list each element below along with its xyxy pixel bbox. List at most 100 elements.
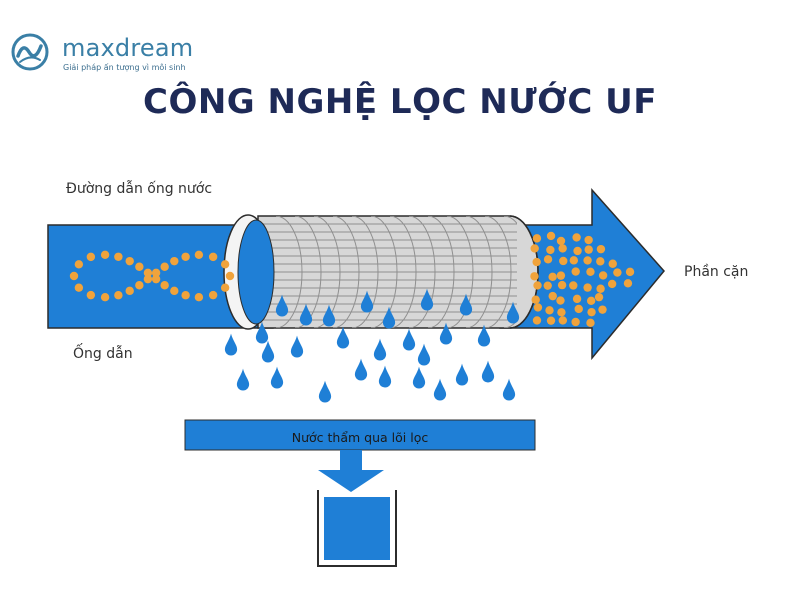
particle (208, 290, 218, 300)
water-drop-icon (336, 326, 350, 349)
particle (583, 256, 592, 265)
particle (598, 271, 608, 280)
down-arrow-icon (318, 450, 384, 492)
particle (548, 272, 557, 282)
particle (151, 274, 161, 284)
particle (548, 291, 557, 301)
water-drop-icon (378, 365, 392, 388)
particle (125, 256, 134, 266)
particle (586, 267, 595, 276)
water-drop-icon (502, 378, 516, 401)
water-drop-icon (290, 335, 304, 358)
particle (569, 256, 579, 265)
particle (613, 268, 622, 277)
filter-cartridge (223, 214, 539, 330)
particle (557, 308, 566, 317)
particle (86, 252, 96, 262)
particle (607, 279, 617, 289)
page-title: CÔNG NGHỆ LỌC NƯỚC UF (143, 82, 657, 122)
particle (533, 281, 542, 290)
brand-tagline: Giải pháp ấn tượng vì môi sinh (63, 63, 186, 72)
particle (194, 293, 204, 302)
particle (586, 296, 596, 306)
logo-mark-icon (11, 33, 49, 71)
particle (572, 294, 582, 304)
particle (594, 292, 604, 302)
particle (170, 286, 179, 296)
water-drop-icon (455, 363, 469, 386)
particle (530, 272, 539, 281)
particle (584, 235, 593, 245)
particle (181, 252, 190, 261)
particle (586, 318, 595, 328)
particle (546, 245, 555, 255)
particle (208, 252, 218, 262)
particle (100, 250, 110, 259)
water-drop-icon (261, 340, 275, 363)
brand-logo: maxdream Giải pháp ấn tượng vì môi sinh (10, 32, 240, 76)
water-drop-icon (354, 358, 368, 381)
particle (596, 284, 605, 293)
particle (573, 246, 582, 256)
particle (598, 305, 607, 314)
particle (532, 257, 541, 267)
particle (558, 316, 568, 325)
particle (533, 303, 543, 312)
particle (543, 281, 552, 290)
particle (546, 231, 556, 241)
particle (194, 250, 204, 259)
particle (571, 267, 580, 276)
particle (151, 268, 161, 278)
outlet-arrow (499, 188, 665, 361)
particle (556, 271, 566, 280)
particle (531, 295, 540, 304)
particle (623, 279, 633, 288)
water-drop-icon (433, 378, 447, 401)
particle (181, 291, 190, 300)
particle (559, 256, 568, 266)
particle (572, 233, 581, 242)
particle (571, 317, 580, 327)
particle (160, 262, 169, 271)
brand-name: maxdream (62, 34, 194, 62)
particle (532, 316, 542, 325)
particle (545, 306, 554, 315)
particle (558, 244, 567, 253)
pipe-label: Ống dẫn (73, 346, 133, 362)
water-drop-icon (318, 380, 332, 403)
particle (74, 260, 84, 269)
permeate-tray (184, 419, 536, 451)
water-drop-icon (236, 368, 250, 391)
particle (556, 236, 566, 246)
particle (170, 256, 179, 266)
water-drop-icon (373, 338, 387, 361)
particle (569, 281, 578, 290)
particle (125, 286, 134, 296)
water-drop-icon (412, 366, 426, 389)
particle (220, 283, 230, 292)
particle (160, 281, 169, 290)
pipe-path-label: Đường dẫn ống nước (66, 181, 213, 197)
particle (583, 283, 592, 292)
residue-label: Phần cặn (684, 264, 749, 280)
contaminant-particles (69, 231, 635, 328)
particle (86, 290, 96, 300)
water-drop-icon (481, 360, 495, 383)
particle (557, 280, 567, 290)
water-drop-icon (224, 333, 238, 356)
particle (596, 257, 605, 266)
water-drop-icon (417, 343, 431, 366)
particle (584, 245, 593, 254)
particle (69, 271, 79, 281)
particle (143, 268, 153, 278)
particle (587, 307, 596, 317)
particle (625, 267, 635, 277)
particle (546, 316, 556, 325)
particle (74, 283, 84, 292)
particle (143, 274, 153, 284)
permeate-label: Nước thẩm qua lõi lọc (291, 430, 429, 445)
particle (135, 281, 144, 290)
particle (114, 252, 123, 261)
particle (543, 255, 553, 264)
